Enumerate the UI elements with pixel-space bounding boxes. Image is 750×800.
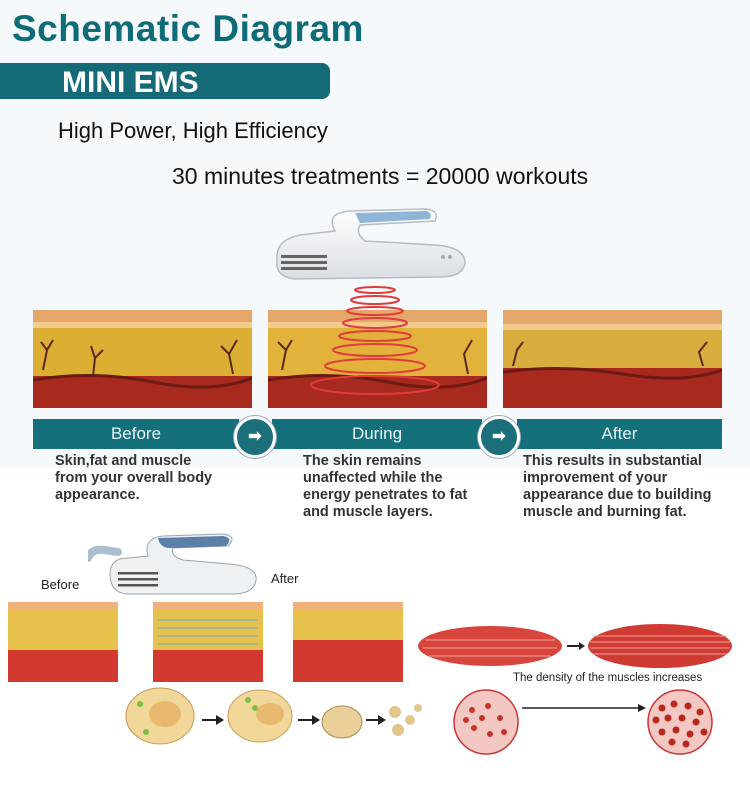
muscle-density-caption: The density of the muscles increases [513, 672, 703, 684]
ems-device-icon [276, 208, 466, 280]
banner-bar [0, 63, 330, 99]
lower-before-label: Before [41, 577, 80, 592]
tissue-after [503, 310, 722, 408]
ems-wave-rings [310, 286, 440, 395]
step-during-description: The skin remains unaffected while the en… [303, 453, 468, 520]
lower-after-label: After [271, 571, 299, 586]
tissue-during [268, 310, 487, 408]
banner-text: MINI EMS [62, 66, 199, 99]
muscle-density-comparison [453, 689, 713, 755]
tagline-power: High Power, High Efficiency [58, 118, 328, 143]
step-before-description: Skin,fat and muscle from your overall bo… [55, 453, 213, 503]
muscle-fibers [418, 624, 732, 668]
tissue-before [33, 310, 252, 408]
page-title: Schematic Diagram [12, 8, 364, 49]
ems-device-icon [88, 533, 257, 595]
step-during-bar: During [272, 419, 482, 449]
step-before-bar: Before [33, 419, 239, 449]
arrow-right-icon: ➡ [234, 416, 276, 458]
tissue-blocks [8, 602, 403, 682]
tagline-workouts: 30 minutes treatments = 20000 workouts [172, 163, 589, 189]
step-after-description: This results in substantial improvement … [523, 453, 712, 520]
step-after-bar: After [517, 419, 722, 449]
fat-cell-breakdown [125, 687, 422, 745]
arrow-right-icon: ➡ [478, 416, 520, 458]
